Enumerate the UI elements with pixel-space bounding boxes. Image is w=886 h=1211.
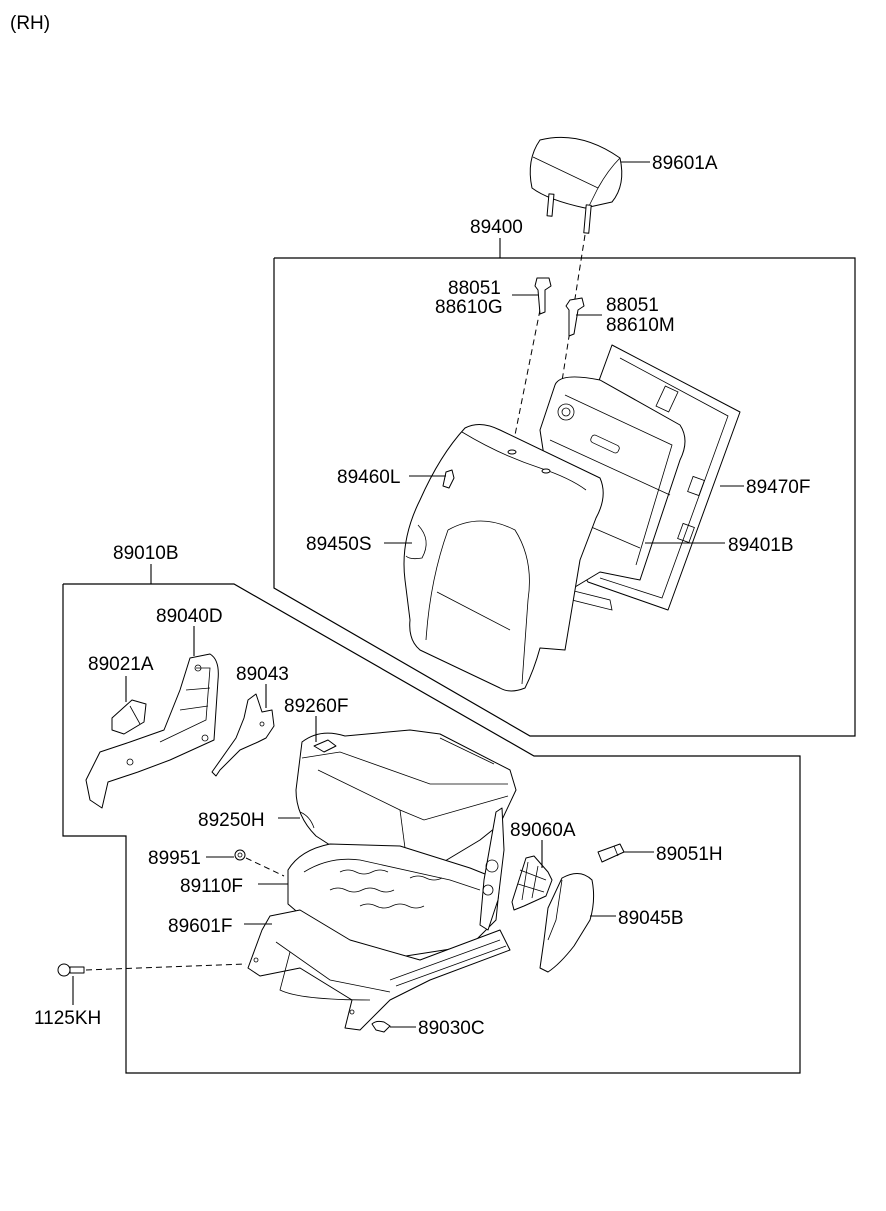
label-88610M[interactable]: 88610M (606, 315, 675, 336)
label-89045B[interactable]: 89045B (618, 908, 684, 929)
bracket-89043-part[interactable] (211, 693, 275, 777)
label-1125KH[interactable]: 1125KH (34, 1008, 101, 1029)
label-89051H[interactable]: 89051H (656, 844, 723, 865)
nut-89951-part[interactable] (234, 849, 246, 861)
side-shield-inner-part[interactable] (85, 653, 219, 809)
label-89460L[interactable]: 89460L (337, 467, 400, 488)
clip-89260F-part[interactable] (313, 739, 337, 753)
label-89060A[interactable]: 89060A (510, 820, 576, 841)
label-89021A[interactable]: 89021A (88, 654, 154, 675)
label-89951[interactable]: 89951 (148, 848, 201, 869)
group-seat-back-box: 89400 (273, 217, 856, 737)
label-89250H[interactable]: 89250H (198, 810, 265, 831)
clip-89460L-part[interactable] (442, 469, 455, 489)
group-label-89010B[interactable]: 89010B (113, 543, 179, 564)
group-seat-cushion-box: 89010B (62, 543, 801, 1074)
label-89470F[interactable]: 89470F (746, 477, 810, 498)
label-89401B[interactable]: 89401B (728, 535, 794, 556)
group-label-89400[interactable]: 89400 (470, 217, 523, 238)
label-89043[interactable]: 89043 (236, 664, 289, 685)
track-assembly-part[interactable] (247, 909, 511, 1031)
cap-89030C-part[interactable] (371, 1020, 391, 1033)
seat-back-cover-part[interactable] (403, 424, 604, 692)
side-shield-outer-part[interactable] (539, 873, 595, 973)
label-89040D[interactable]: 89040D (156, 606, 223, 627)
label-88051-m[interactable]: 88051 (606, 295, 659, 316)
headrest-part[interactable] (529, 136, 623, 234)
label-88610G[interactable]: 88610G (435, 297, 503, 318)
label-89030C[interactable]: 89030C (418, 1018, 485, 1039)
headrest-guide-left[interactable] (534, 277, 552, 315)
recliner-mechanism-part[interactable] (479, 807, 505, 931)
recliner-cover-part[interactable] (511, 855, 553, 911)
bolt-1125KH-part[interactable] (57, 963, 85, 977)
knob-89051H-part[interactable] (597, 843, 625, 863)
label-89110F[interactable]: 89110F (180, 876, 243, 897)
side-label: (RH) (10, 13, 50, 34)
label-89601A[interactable]: 89601A (652, 153, 718, 174)
label-89601F[interactable]: 89601F (168, 916, 232, 937)
headrest-guide-right[interactable] (565, 297, 585, 337)
cover-89021A-part[interactable] (111, 699, 147, 735)
label-89260F[interactable]: 89260F (284, 696, 348, 717)
label-89450S[interactable]: 89450S (306, 534, 372, 555)
label-88051-g[interactable]: 88051 (448, 278, 501, 299)
